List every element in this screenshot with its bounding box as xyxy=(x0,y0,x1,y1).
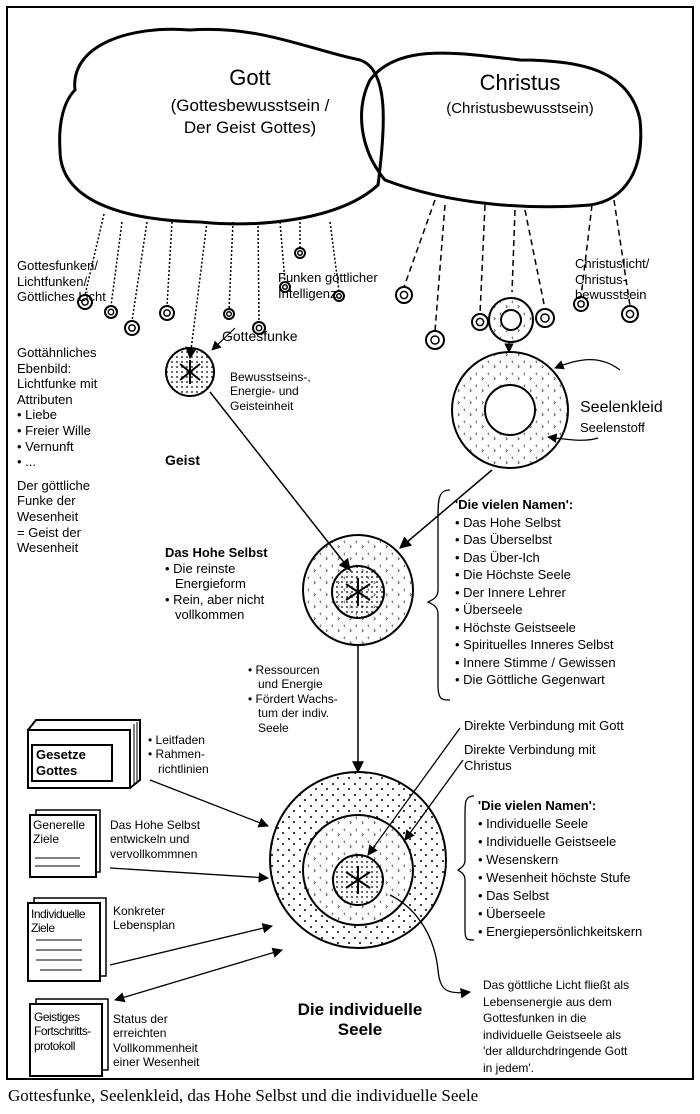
christ-spark-strand xyxy=(580,204,593,298)
laws-arrow xyxy=(149,779,269,828)
christ-spark-strand xyxy=(434,204,446,332)
god-spark-icon xyxy=(279,281,291,293)
christ-spark-icon xyxy=(395,286,413,304)
laws-points: • Leitfaden • Rahmen- richtlinien xyxy=(148,733,209,776)
god-sparks xyxy=(77,213,345,336)
god-spark-icon xyxy=(77,294,93,310)
spark-descent-line xyxy=(185,221,208,360)
gottesfunke-pointer xyxy=(211,327,236,351)
god-spark-strand xyxy=(131,221,148,322)
direct-christ-line xyxy=(404,759,464,841)
geist-to-higher-self-line xyxy=(209,391,351,571)
higher-self-block: Das Hohe Selbst • Die reinste Energiefor… xyxy=(165,545,268,623)
general-goals-doc-icon xyxy=(29,809,101,878)
laws-book-icon xyxy=(27,719,141,789)
seelenkleid-core xyxy=(484,384,536,436)
seelenkleid-to-higher-self-line xyxy=(399,469,493,549)
christ-spark-icon xyxy=(621,305,639,323)
god-spark-strand xyxy=(166,221,173,307)
christ-spark-strand xyxy=(403,199,436,288)
soul-star-icon xyxy=(345,866,371,894)
god-spark-strand xyxy=(329,221,340,292)
direct-god-line xyxy=(367,727,461,856)
christ-spark-icon xyxy=(425,330,445,350)
christ-subtitle: (Christusbewusstsein) xyxy=(446,100,594,117)
names-brace xyxy=(426,489,451,701)
direct-god-label: Direkte Verbindung mit Gott xyxy=(464,718,624,733)
light-flow-line xyxy=(389,894,472,999)
spark-star-icon xyxy=(179,360,201,384)
general-goals-arrow xyxy=(109,867,270,883)
higher-self-star-icon xyxy=(345,578,371,606)
progress-arrow xyxy=(114,947,283,1003)
christ-sparks xyxy=(395,199,639,350)
christ-spark-icon xyxy=(573,296,589,312)
god-spark-strand xyxy=(110,221,123,307)
god-subtitle-1: (Gottesbewusstsein / xyxy=(170,96,330,115)
attributes-list: LiebeFreier WilleVernunft... xyxy=(17,407,97,469)
god-spark-icon xyxy=(294,247,306,259)
god-spark-icon xyxy=(223,308,235,320)
resources-block: • Ressourcen und Energie • Fördert Wachs… xyxy=(248,663,338,735)
christ-spark-strand xyxy=(479,204,486,315)
geist-label: Geist xyxy=(165,452,201,468)
seelenstoff-pointer xyxy=(547,433,599,443)
god-spark-strand xyxy=(257,221,260,323)
figure-caption: Gottesfunke, Seelenkleid, das Hohe Selbs… xyxy=(8,1086,479,1105)
soul-names-brace xyxy=(456,795,475,941)
christ-spark-strand xyxy=(613,199,631,307)
christ-descent-line xyxy=(511,209,516,293)
god-title: Gott xyxy=(229,65,271,90)
soul-names: 'Die vielen Namen': Individuelle SeeleIn… xyxy=(478,797,642,941)
god-subtitle-2: Der Geist Gottes) xyxy=(183,118,317,137)
christ-light-label: Christuslicht/Christus-bewusstsein xyxy=(575,256,650,303)
individual-goals-doc-icon xyxy=(27,897,107,982)
god-spark-strand xyxy=(84,213,105,296)
gottesfunke-label: Gottesfunke xyxy=(222,328,298,344)
god-spark-icon xyxy=(159,305,175,321)
god-spark-strand xyxy=(228,221,234,310)
christ-spark-icon xyxy=(471,313,489,331)
god-blob xyxy=(58,27,385,226)
diagram-frame xyxy=(6,6,694,1080)
seelenkleid-label: Seelenkleid xyxy=(580,399,663,416)
god-spark-icon xyxy=(333,290,345,302)
christ-light-core xyxy=(500,309,522,331)
seelenkleid-pointer xyxy=(554,359,621,371)
seelenstoff-label: Seelenstoff xyxy=(580,420,645,435)
god-spark-icon xyxy=(252,321,266,335)
christ-blob xyxy=(360,51,643,209)
god-spark-icon xyxy=(104,305,118,319)
christ-spark-strand xyxy=(524,209,546,310)
christ-title: Christus xyxy=(479,70,561,95)
higher-self-names: 'Die vielen Namen': Das Hohe SelbstDas Ü… xyxy=(455,496,616,689)
progress-doc-icon xyxy=(29,998,109,1077)
spark-label: Gottesfunken/Lichtfunken/Göttliches Lich… xyxy=(17,258,106,305)
christ-spark-icon xyxy=(535,308,555,328)
god-spark-icon xyxy=(124,320,140,336)
